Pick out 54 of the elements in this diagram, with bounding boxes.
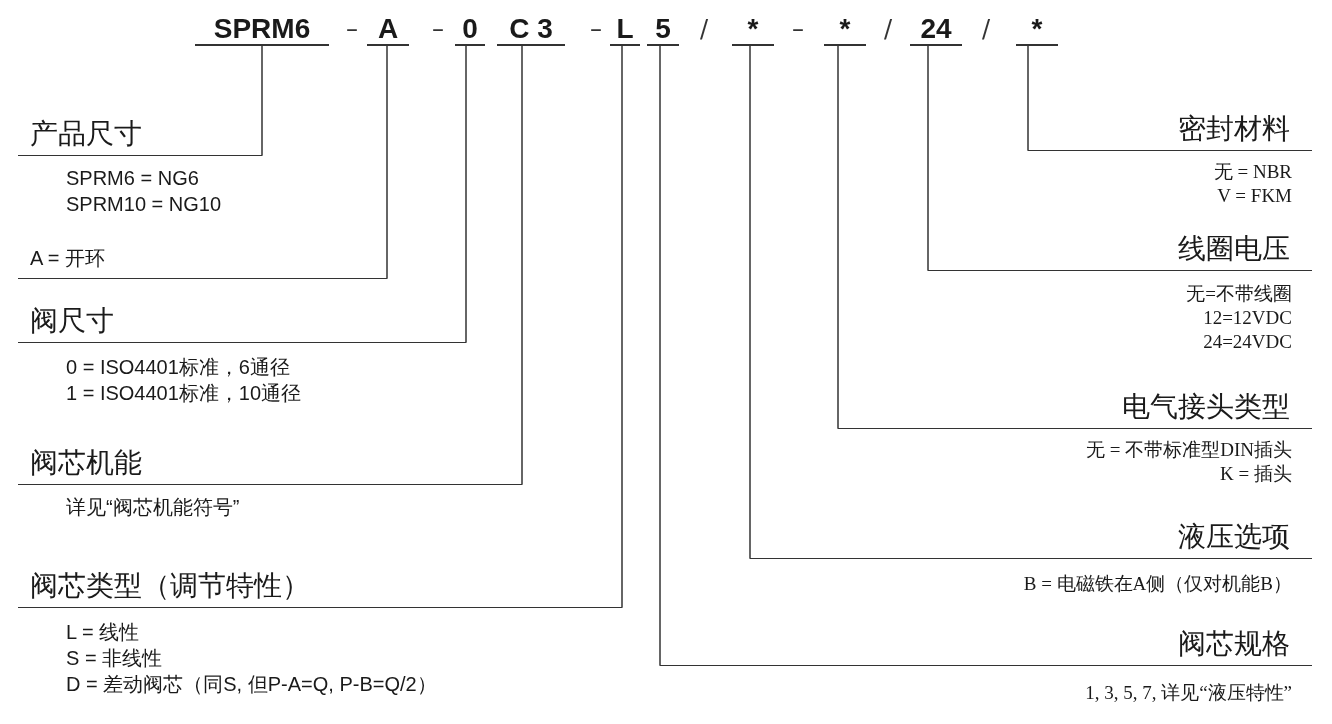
code-segment: L xyxy=(610,12,640,46)
leader-line xyxy=(521,45,523,486)
code-segment: * xyxy=(732,12,774,46)
code-segment: 5 xyxy=(647,12,679,46)
option-text: S = 非线性 xyxy=(66,646,163,671)
code-segment: * xyxy=(824,12,866,46)
code-segment: 24 xyxy=(910,12,962,46)
separator-text: / xyxy=(884,14,893,45)
option-text: 无 = 不带标准型DIN插头 xyxy=(1086,438,1292,462)
leader-line xyxy=(1027,45,1029,152)
leader-line xyxy=(659,45,661,667)
leader-line xyxy=(927,45,929,272)
option-text: 1 = ISO4401标准，10通径 xyxy=(66,381,302,406)
code-segment: A xyxy=(367,12,409,46)
code-segment: * xyxy=(1016,12,1058,46)
code-segment: C 3 xyxy=(497,12,565,46)
separator-text: – xyxy=(346,14,358,45)
heading-text: 产品尺寸 xyxy=(30,117,142,150)
option-text: SPRM10 = NG10 xyxy=(66,192,222,217)
leader-line xyxy=(749,45,751,560)
separator-text: / xyxy=(700,14,709,45)
code-segment: 0 xyxy=(455,12,485,46)
heading-text: 液压选项 xyxy=(1178,520,1290,553)
separator-text: – xyxy=(432,14,444,45)
heading-text: 阀芯类型（调节特性） xyxy=(30,569,310,602)
option-text: 0 = ISO4401标准，6通径 xyxy=(66,355,290,380)
option-text: A = 开环 xyxy=(30,247,106,269)
option-text: 12=12VDC xyxy=(1203,306,1292,330)
leader-line xyxy=(261,45,263,157)
leader-line xyxy=(465,45,467,344)
option-text: SPRM6 = NG6 xyxy=(66,166,199,191)
leader-line xyxy=(621,45,623,609)
separator-text: / xyxy=(982,14,991,45)
option-text: V = FKM xyxy=(1217,184,1292,208)
option-text: K = 插头 xyxy=(1220,462,1292,486)
separator-text: – xyxy=(590,14,602,45)
heading-text: 电气接头类型 xyxy=(1122,390,1290,423)
separator-text: – xyxy=(792,14,804,45)
code-segment: SPRM6 xyxy=(195,12,329,46)
heading-text: 阀芯规格 xyxy=(1178,627,1290,660)
leader-line xyxy=(386,45,388,280)
leader-line xyxy=(837,45,839,430)
option-text: D = 差动阀芯（同S, 但P-A=Q, P-B=Q/2） xyxy=(66,672,437,697)
heading-text: 密封材料 xyxy=(1178,112,1290,145)
option-text: 无 = NBR xyxy=(1213,160,1292,184)
heading-text: 线圈电压 xyxy=(1178,232,1290,265)
option-text: L = 线性 xyxy=(66,620,140,645)
option-text: B = 电磁铁在A侧（仅对机能B） xyxy=(1023,572,1292,596)
option-text: 无=不带线圈 xyxy=(1186,282,1292,306)
heading-text: 阀芯机能 xyxy=(30,446,142,479)
heading-text: 阀尺寸 xyxy=(30,304,114,337)
option-text: 1, 3, 5, 7, 详见“液压特性” xyxy=(1085,681,1292,705)
option-text: 详见“阀芯机能符号” xyxy=(66,495,240,520)
option-text: 24=24VDC xyxy=(1203,330,1292,354)
